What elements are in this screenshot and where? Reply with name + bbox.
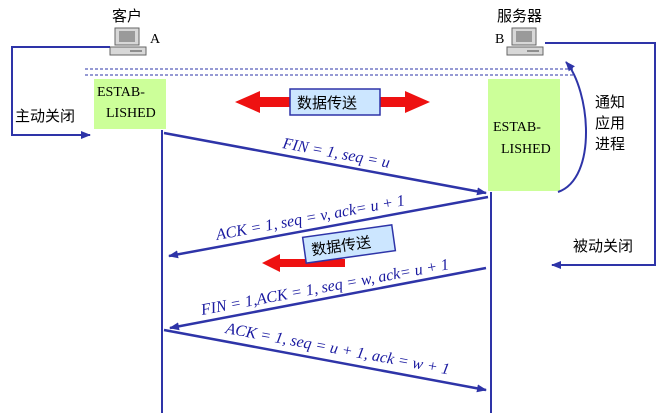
fin2-arrow <box>169 266 487 331</box>
client-title: 客户 <box>112 7 142 25</box>
active-close-label: 主动关闭 <box>15 107 75 125</box>
passive-close-label: 被动关闭 <box>573 237 633 255</box>
one-way-data-label-group: 数据传送 <box>301 224 397 264</box>
notify-app-label-line3: 进程 <box>595 135 625 153</box>
ack2-message-label: ACK = 1, seq = u + 1, ack = w + 1 <box>223 320 451 378</box>
notify-app-label-line1: 通知 <box>595 93 625 111</box>
client-host-letter: A <box>150 32 161 47</box>
one-way-data-label-box <box>301 224 397 264</box>
client-state-line2: LISHED <box>106 106 156 121</box>
notify-app-arrow <box>557 61 587 193</box>
fin1-arrow <box>163 131 487 196</box>
client-state-line1: ESTAB- <box>97 85 145 100</box>
server-state-line1: ESTAB- <box>493 120 541 135</box>
server-state-line2: LISHED <box>501 142 551 157</box>
server-title: 服务器 <box>497 7 542 25</box>
active-close-arrow <box>11 46 110 139</box>
one-way-data-arrow <box>262 254 345 272</box>
server-computer-icon <box>506 27 544 56</box>
notify-app-label-line2: 应用 <box>595 114 625 132</box>
bidirectional-data-label-box <box>289 88 381 116</box>
client-computer-icon <box>109 27 147 56</box>
ack1-arrow <box>168 195 489 259</box>
client-state-box <box>94 79 166 129</box>
ack2-arrow <box>163 328 487 393</box>
passive-close-arrow <box>545 42 656 269</box>
bidirectional-data-label: 数据传送 <box>297 94 357 112</box>
server-state-box <box>488 79 560 191</box>
server-host-letter: B <box>495 32 504 47</box>
